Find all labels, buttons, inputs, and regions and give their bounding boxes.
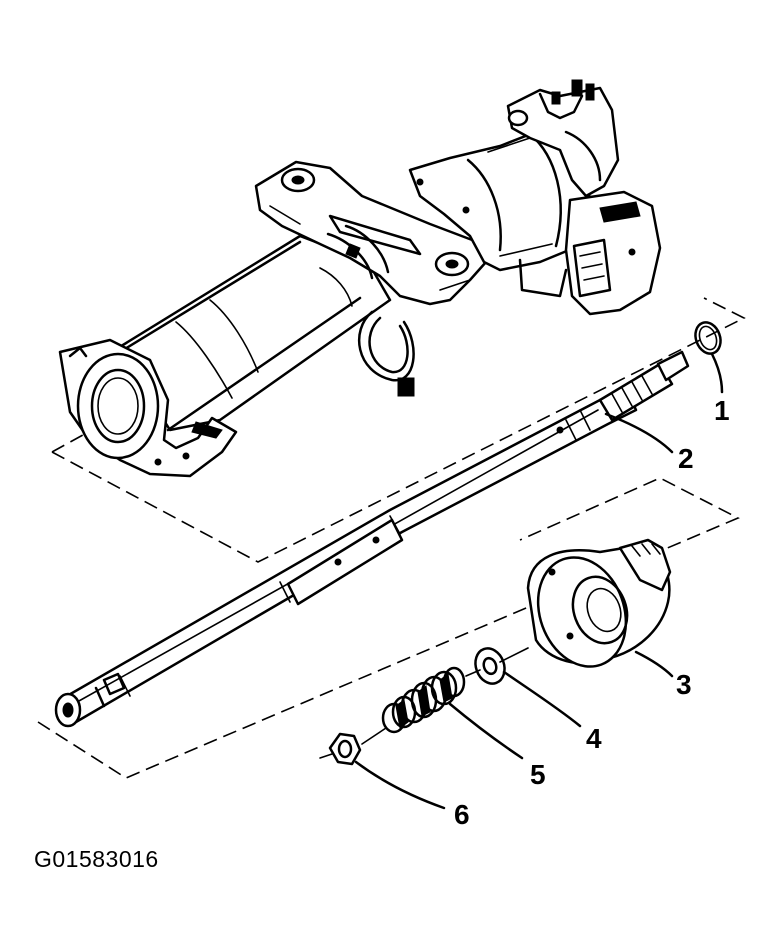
steering-column-housing	[58, 79, 662, 478]
callout-1: 1	[714, 395, 730, 426]
figure-id: G01583016	[34, 846, 159, 872]
callout-labels: 1 2 3 4 5 6	[454, 395, 730, 830]
column-assembly-boundary	[51, 297, 746, 563]
washer	[474, 647, 506, 685]
snap-ring	[694, 321, 722, 355]
shaft-parts-boundary	[37, 477, 740, 779]
spring	[381, 666, 466, 734]
column-bearing-housing	[526, 538, 672, 668]
leader-lines	[319, 352, 724, 810]
nut	[328, 732, 362, 766]
callout-6: 6	[454, 799, 470, 830]
callout-2: 2	[678, 443, 694, 474]
callout-4: 4	[586, 723, 602, 754]
callout-3: 3	[676, 669, 692, 700]
callout-5: 5	[530, 759, 546, 790]
steering-shaft	[54, 350, 690, 728]
